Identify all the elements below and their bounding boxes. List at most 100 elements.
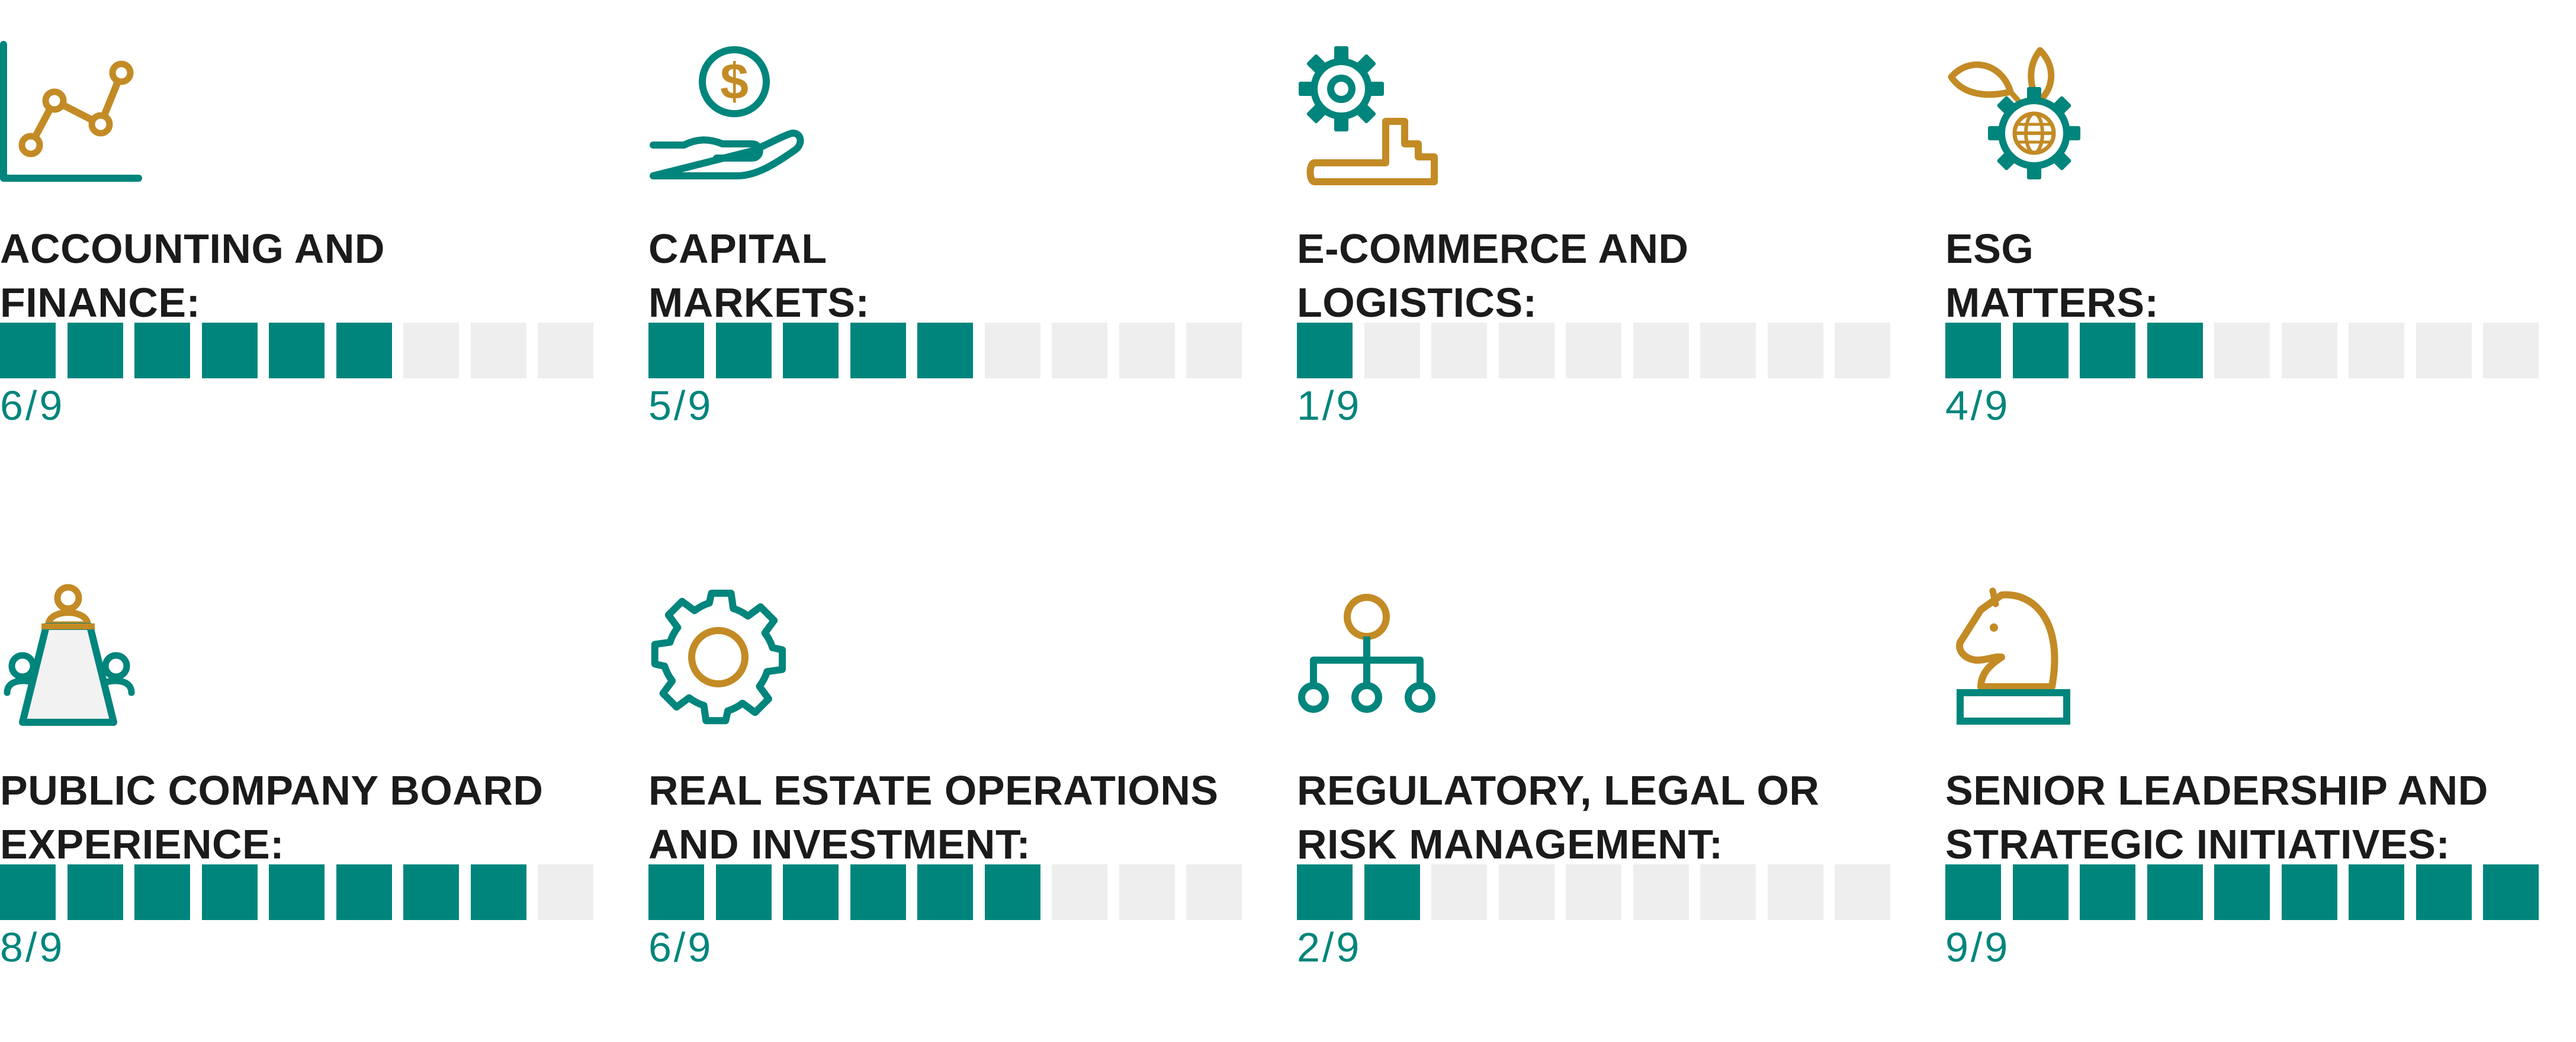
rating-segment-empty bbox=[1566, 323, 1621, 378]
rating-segment-empty bbox=[538, 864, 593, 920]
rating-segment-filled bbox=[269, 323, 325, 378]
rating-segment-filled bbox=[0, 864, 56, 920]
skill-score: 4/9 bbox=[1945, 382, 2010, 429]
rating-segment-filled bbox=[336, 864, 392, 920]
rating-segment-empty bbox=[2282, 323, 2337, 378]
rating-segment-empty bbox=[2483, 323, 2539, 378]
rating-segment-filled bbox=[202, 864, 258, 920]
rating-segment-filled bbox=[336, 323, 392, 378]
rating-segment-empty bbox=[1119, 323, 1175, 378]
rating-segment-filled bbox=[1945, 323, 2001, 378]
rating-segment-filled bbox=[648, 323, 704, 378]
skill-label-line: ESG bbox=[1945, 226, 2034, 272]
rating-segment-empty bbox=[1835, 323, 1890, 378]
rating-segment-empty bbox=[985, 323, 1040, 378]
skill-label-line: STRATEGIC INITIATIVES: bbox=[1945, 821, 2450, 867]
skill-score: 6/9 bbox=[648, 924, 714, 970]
rating-segment-filled bbox=[471, 864, 526, 920]
rating-segment-filled bbox=[2483, 864, 2539, 920]
skill-label-line: E-COMMERCE AND bbox=[1297, 226, 1689, 272]
skill-score: 1/9 bbox=[1297, 382, 1362, 429]
rating-segment-filled bbox=[68, 864, 123, 920]
rating-segment-filled bbox=[2147, 323, 2203, 378]
rating-segment-empty bbox=[1499, 323, 1554, 378]
skill-label-line: SENIOR LEADERSHIP AND bbox=[1945, 767, 2488, 813]
skill-label-line: CAPITAL bbox=[648, 226, 827, 272]
skill-label-line: MARKETS: bbox=[648, 279, 870, 326]
rating-segment-filled bbox=[202, 323, 258, 378]
skill-label: REGULATORY, LEGAL OR RISK MANAGEMENT: bbox=[1297, 764, 1889, 871]
rating-segment-empty bbox=[471, 323, 526, 378]
rating-segment-filled bbox=[2013, 864, 2068, 920]
rating-segment-empty bbox=[1186, 323, 1242, 378]
skill-label: E-COMMERCE AND LOGISTICS: bbox=[1297, 222, 1889, 330]
rating-segment-filled bbox=[2147, 864, 2203, 920]
rating-segment-filled bbox=[850, 323, 906, 378]
skill-rating-bar bbox=[1297, 323, 1890, 378]
svg-text:$: $ bbox=[720, 53, 749, 110]
skill-label: CAPITAL MARKETS: bbox=[648, 222, 1241, 330]
rating-segment-filled bbox=[716, 323, 772, 378]
skill-rating-bar bbox=[648, 864, 1242, 920]
rating-segment-filled bbox=[0, 323, 56, 378]
skill-rating-bar bbox=[0, 323, 593, 378]
rating-segment-empty bbox=[1499, 864, 1554, 920]
rating-segment-empty bbox=[403, 323, 459, 378]
rating-segment-empty bbox=[1768, 323, 1823, 378]
skill-rating-bar bbox=[1945, 864, 2539, 920]
skill-label-line: EXPERIENCE: bbox=[0, 821, 285, 867]
rating-segment-empty bbox=[1633, 864, 1689, 920]
rating-segment-filled bbox=[2080, 864, 2135, 920]
skill-score: 2/9 bbox=[1297, 924, 1362, 970]
rating-segment-filled bbox=[850, 864, 906, 920]
rating-segment-empty bbox=[1835, 864, 1890, 920]
rating-segment-filled bbox=[134, 323, 190, 378]
rating-segment-empty bbox=[1431, 323, 1487, 378]
skill-label-line: AND INVESTMENT: bbox=[648, 821, 1031, 867]
skill-label-line: LOGISTICS: bbox=[1297, 279, 1537, 326]
gear-conveyor-icon bbox=[1297, 44, 1439, 186]
skill-score: 5/9 bbox=[648, 382, 714, 429]
rating-segment-filled bbox=[1297, 864, 1353, 920]
rating-segment-empty bbox=[1186, 864, 1242, 920]
rating-segment-empty bbox=[2349, 323, 2404, 378]
rating-segment-filled bbox=[68, 323, 123, 378]
skill-rating-bar bbox=[0, 864, 593, 920]
rating-segment-filled bbox=[2013, 323, 2068, 378]
rating-segment-empty bbox=[1633, 323, 1689, 378]
rating-segment-empty bbox=[1052, 323, 1107, 378]
rating-segment-filled bbox=[2080, 323, 2135, 378]
rating-segment-empty bbox=[1566, 864, 1621, 920]
rating-segment-filled bbox=[985, 864, 1040, 920]
rating-segment-filled bbox=[134, 864, 190, 920]
coin-hand-icon: $ bbox=[648, 44, 804, 186]
skill-score: 9/9 bbox=[1945, 924, 2010, 970]
skill-score: 8/9 bbox=[0, 924, 65, 970]
skill-label-line: REAL ESTATE OPERATIONS bbox=[648, 767, 1219, 813]
rating-segment-empty bbox=[2214, 323, 2270, 378]
skill-label: SENIOR LEADERSHIP AND STRATEGIC INITIATI… bbox=[1945, 764, 2538, 871]
rating-segment-empty bbox=[538, 323, 593, 378]
leaf-globe-gear-icon bbox=[1945, 44, 2087, 186]
skill-label: ESG MATTERS: bbox=[1945, 222, 2538, 330]
skill-label-line: MATTERS: bbox=[1945, 279, 2159, 326]
rating-segment-filled bbox=[2214, 864, 2270, 920]
skill-score: 6/9 bbox=[0, 382, 65, 429]
rating-segment-filled bbox=[716, 864, 772, 920]
line-chart-icon bbox=[0, 41, 142, 186]
skill-label: PUBLIC COMPANY BOARD EXPERIENCE: bbox=[0, 764, 592, 871]
skill-label-line: RISK MANAGEMENT: bbox=[1297, 821, 1723, 867]
rating-segment-filled bbox=[648, 864, 704, 920]
rating-segment-filled bbox=[917, 323, 973, 378]
rating-segment-empty bbox=[1700, 864, 1756, 920]
rating-segment-empty bbox=[1052, 864, 1107, 920]
rating-segment-empty bbox=[2416, 323, 2472, 378]
rating-segment-filled bbox=[1297, 323, 1353, 378]
rating-segment-filled bbox=[2282, 864, 2337, 920]
skill-rating-bar bbox=[1297, 864, 1890, 920]
rating-segment-empty bbox=[1364, 323, 1420, 378]
chess-knight-icon bbox=[1945, 586, 2087, 728]
skill-label-line: REGULATORY, LEGAL OR bbox=[1297, 767, 1820, 813]
rating-segment-empty bbox=[1768, 864, 1823, 920]
